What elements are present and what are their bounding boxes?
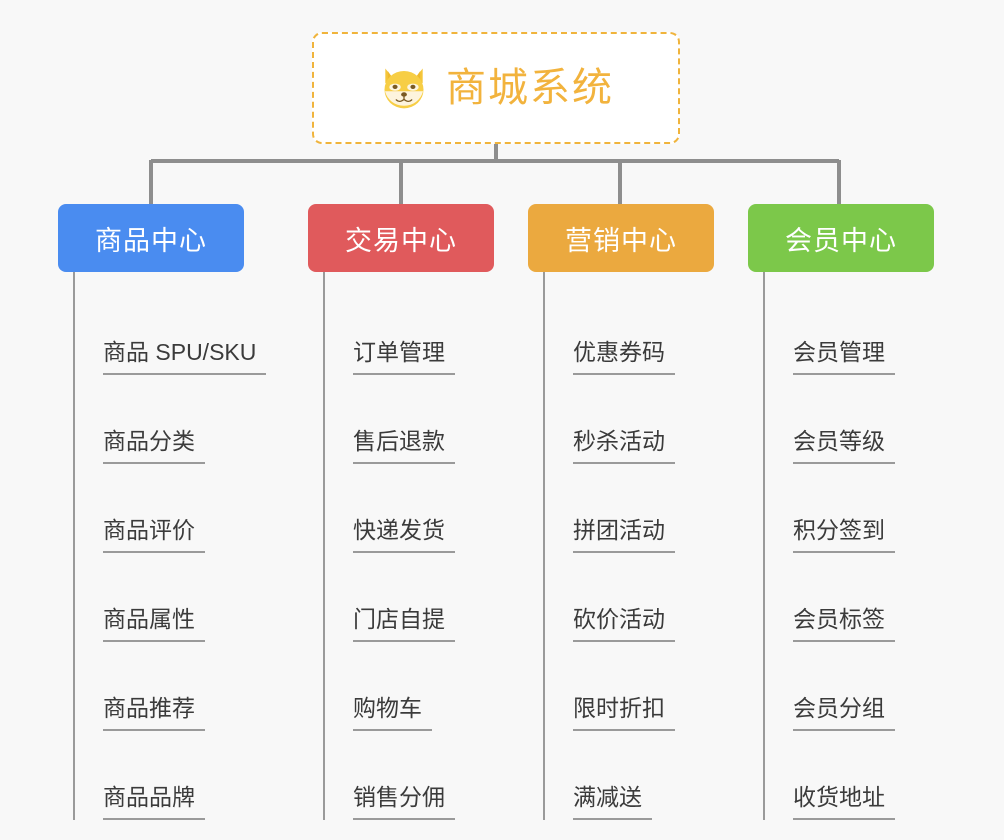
list-item-label: 秒杀活动 (573, 428, 675, 464)
list-item[interactable]: 商品分类 (75, 375, 278, 464)
list-item[interactable]: 收货地址 (765, 731, 968, 820)
list-item[interactable]: 会员管理 (765, 286, 968, 375)
root-node[interactable]: 商城系统 (312, 32, 680, 144)
list-item[interactable]: 商品评价 (75, 464, 278, 553)
root-title: 商城系统 (446, 66, 614, 110)
list-item[interactable]: 积分签到 (765, 464, 968, 553)
list-item-label: 销售分佣 (353, 784, 455, 820)
list-item[interactable]: 砍价活动 (545, 553, 748, 642)
list-item-label: 限时折扣 (573, 695, 675, 731)
list-item[interactable]: 会员等级 (765, 375, 968, 464)
list-item[interactable]: 优惠券码 (545, 286, 748, 375)
category-item-list: 商品 SPU/SKU 商品分类 商品评价 商品属性 商品推荐 商品品牌 (73, 272, 278, 820)
list-item[interactable]: 订单管理 (325, 286, 528, 375)
root-node-content: 商城系统 (378, 62, 614, 114)
category-header-product[interactable]: 商品中心 (58, 204, 244, 272)
category-item-list: 订单管理 售后退款 快递发货 门店自提 购物车 销售分佣 (323, 272, 528, 820)
category-header-label: 会员中心 (785, 225, 897, 256)
list-item[interactable]: 拼团活动 (545, 464, 748, 553)
list-item-label: 会员分组 (793, 695, 895, 731)
list-item-label: 订单管理 (353, 339, 455, 375)
list-item[interactable]: 门店自提 (325, 553, 528, 642)
dog-face-icon (384, 68, 424, 109)
list-item[interactable]: 销售分佣 (325, 731, 528, 820)
list-item-label: 拼团活动 (573, 517, 675, 553)
list-item[interactable]: 快递发货 (325, 464, 528, 553)
list-item-label: 收货地址 (793, 784, 895, 820)
category-item-list: 优惠券码 秒杀活动 拼团活动 砍价活动 限时折扣 满减送 (543, 272, 748, 820)
list-item-label: 会员等级 (793, 428, 895, 464)
category-header-member[interactable]: 会员中心 (748, 204, 934, 272)
category-column-marketing: 营销中心 优惠券码 秒杀活动 拼团活动 砍价活动 限时折扣 满减送 (528, 204, 748, 820)
list-item-label: 会员标签 (793, 606, 895, 642)
list-item-label: 商品分类 (103, 428, 205, 464)
category-item-list: 会员管理 会员等级 积分签到 会员标签 会员分组 收货地址 (763, 272, 968, 820)
list-item-label: 门店自提 (353, 606, 455, 642)
list-item-label: 砍价活动 (573, 606, 675, 642)
category-header-label: 交易中心 (345, 225, 457, 256)
category-column-member: 会员中心 会员管理 会员等级 积分签到 会员标签 会员分组 收货地址 (748, 204, 968, 820)
category-header-label: 营销中心 (565, 225, 677, 256)
list-item[interactable]: 售后退款 (325, 375, 528, 464)
list-item[interactable]: 会员标签 (765, 553, 968, 642)
list-item[interactable]: 商品推荐 (75, 642, 278, 731)
list-item-label: 商品推荐 (103, 695, 205, 731)
list-item-label: 售后退款 (353, 428, 455, 464)
list-item-label: 满减送 (573, 784, 652, 820)
list-item[interactable]: 商品属性 (75, 553, 278, 642)
list-item[interactable]: 购物车 (325, 642, 528, 731)
list-item-label: 商品评价 (103, 517, 205, 553)
list-item-label: 优惠券码 (573, 339, 675, 375)
category-column-product: 商品中心 商品 SPU/SKU 商品分类 商品评价 商品属性 商品推荐 商品品牌 (58, 204, 278, 820)
category-header-marketing[interactable]: 营销中心 (528, 204, 714, 272)
list-item-label: 会员管理 (793, 339, 895, 375)
list-item-label: 积分签到 (793, 517, 895, 553)
list-item-label: 商品 SPU/SKU (103, 339, 267, 375)
category-columns: 商品中心 商品 SPU/SKU 商品分类 商品评价 商品属性 商品推荐 商品品牌… (0, 204, 1004, 820)
list-item[interactable]: 商品 SPU/SKU (75, 286, 278, 375)
list-item[interactable]: 秒杀活动 (545, 375, 748, 464)
list-item[interactable]: 限时折扣 (545, 642, 748, 731)
category-header-label: 商品中心 (95, 225, 207, 256)
list-item[interactable]: 商品品牌 (75, 731, 278, 820)
list-item[interactable]: 满减送 (545, 731, 748, 820)
list-item-label: 商品属性 (103, 606, 205, 642)
category-header-trade[interactable]: 交易中心 (308, 204, 494, 272)
list-item-label: 快递发货 (353, 517, 455, 553)
list-item-label: 商品品牌 (103, 784, 205, 820)
category-column-trade: 交易中心 订单管理 售后退款 快递发货 门店自提 购物车 销售分佣 (308, 204, 528, 820)
list-item-label: 购物车 (353, 695, 432, 731)
list-item[interactable]: 会员分组 (765, 642, 968, 731)
